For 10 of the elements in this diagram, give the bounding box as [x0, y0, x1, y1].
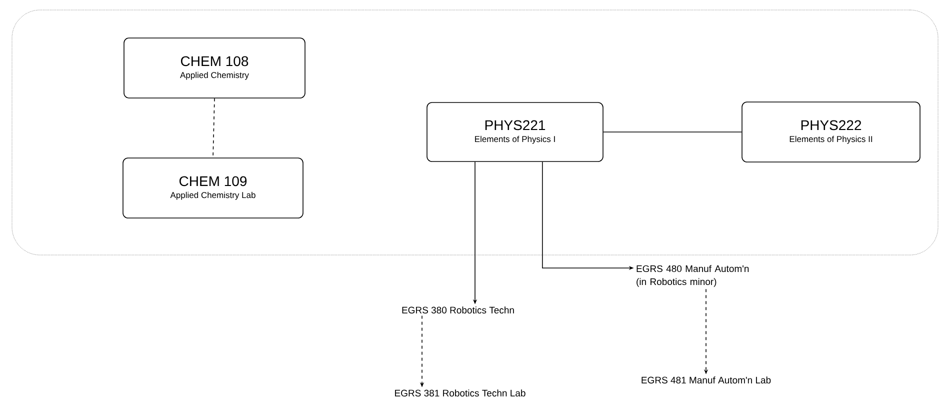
course-label: EGRS 381 Robotics Techn Lab [395, 390, 526, 396]
course-box: CHEM 109 Applied Chemistry Lab [122, 158, 304, 218]
course-box: PHYS222 Elements of Physics II [742, 102, 920, 162]
course-label: EGRS 480 Manuf Autom'n (in Robotics minor) [636, 265, 749, 287]
course-box: CHEM 108 Applied Chemistry [124, 38, 306, 98]
connector-line [212, 98, 215, 158]
dotted-group-outline [12, 10, 938, 256]
course-label: EGRS 481 Manuf Autom'n Lab [642, 376, 771, 384]
course-box: PHYS221 Elements of Physics I [426, 102, 604, 162]
course-label: EGRS 380 Robotics Techn [402, 306, 514, 314]
